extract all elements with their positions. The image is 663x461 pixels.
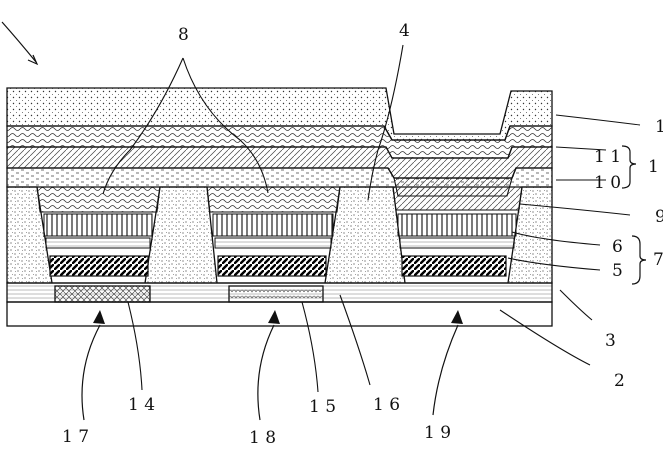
label-layer-16: 1 6 bbox=[373, 395, 400, 415]
label-group-7: 7 bbox=[653, 250, 663, 270]
label-layer-6: 6 bbox=[612, 237, 623, 257]
label-light-17: 1 7 bbox=[62, 427, 89, 447]
layer-9 bbox=[394, 178, 512, 196]
label-bank-4: 4 bbox=[399, 21, 410, 41]
color-filter-15 bbox=[229, 286, 323, 302]
label-filter-15: 1 5 bbox=[309, 397, 336, 417]
label-light-18: 1 8 bbox=[249, 428, 276, 448]
label-emitters-8: 8 bbox=[178, 25, 189, 45]
label-layer-3: 3 bbox=[605, 331, 616, 351]
figure-pointer-arrow bbox=[2, 22, 36, 62]
pixel-well-center bbox=[207, 187, 340, 276]
label-filter-14: 1 4 bbox=[128, 395, 155, 415]
label-top-layer: 1 bbox=[655, 117, 663, 137]
pixel-well-right bbox=[393, 187, 522, 276]
label-substrate-2: 2 bbox=[614, 371, 625, 391]
label-group-1: 1 bbox=[648, 157, 659, 177]
pixel-well-left bbox=[37, 187, 160, 276]
substrate-layer bbox=[7, 302, 552, 326]
bracket-group-7 bbox=[632, 236, 646, 284]
figure-pointer-arrowhead bbox=[28, 55, 37, 64]
label-layer-10: 1 0 bbox=[594, 173, 621, 193]
color-filter-14 bbox=[55, 286, 150, 302]
label-light-19: 1 9 bbox=[424, 423, 451, 443]
label-layer-11: 1 1 bbox=[594, 147, 621, 167]
label-layer-9: 9 bbox=[655, 207, 663, 227]
bracket-group-1 bbox=[622, 146, 636, 188]
label-layer-5: 5 bbox=[612, 261, 623, 281]
